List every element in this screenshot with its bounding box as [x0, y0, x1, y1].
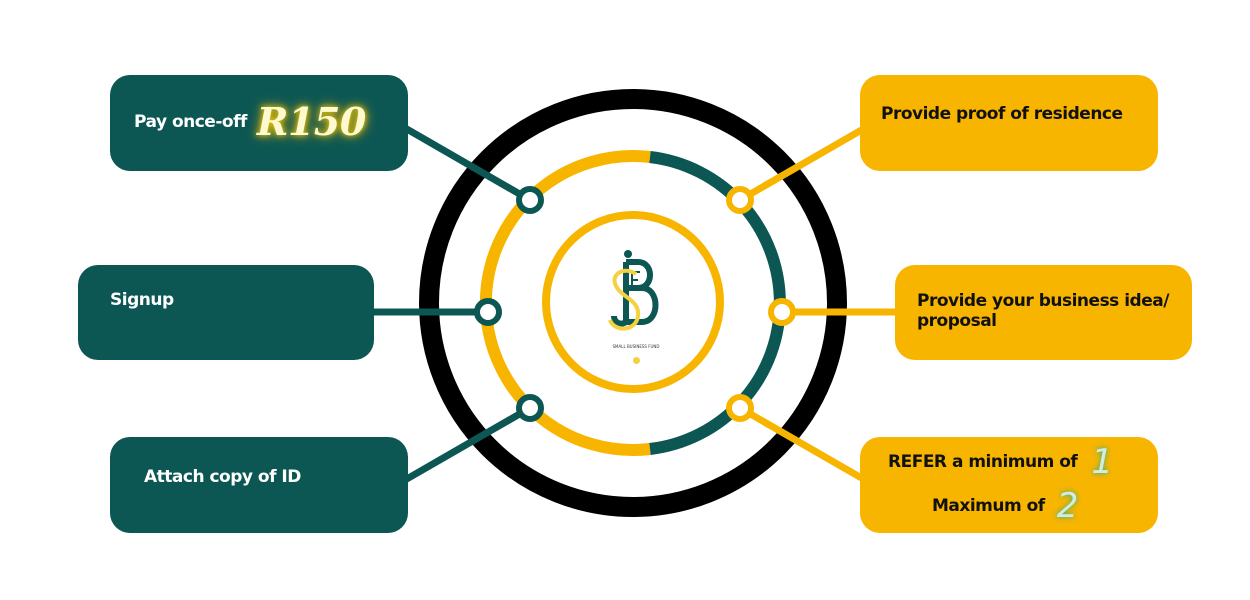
node-refer [726, 394, 754, 422]
sbf-monogram-icon [608, 250, 659, 331]
refer-min-value: 1 [1091, 442, 1113, 482]
step-label: Pay once-off [134, 112, 247, 132]
step-label: Signup [110, 290, 174, 310]
node-proposal [768, 298, 796, 326]
sbf-logo: SMALL BUSINESS FUND [596, 248, 676, 364]
step-label: Attach copy of ID [144, 467, 301, 487]
step-business-proposal: Provide your business idea/ proposal [895, 265, 1192, 360]
refer-max-value: 2 [1056, 486, 1079, 526]
step-proof-of-residence: Provide proof of residence [860, 75, 1158, 171]
step-signup: Signup [78, 265, 374, 360]
step-refer: REFER a minimum of 1 Maximum of 2 [860, 437, 1158, 533]
refer-max-label: Maximum of [932, 496, 1045, 516]
outer-black-ring [419, 89, 847, 517]
node-signup [474, 298, 502, 326]
step-label: Provide proof of residence [881, 104, 1123, 124]
step-label: Provide your business idea/ proposal [917, 291, 1169, 331]
node-residence [726, 186, 754, 214]
step-attach-id: Attach copy of ID [110, 437, 408, 533]
price-highlight: R150 [256, 99, 366, 144]
logo-dot-icon [632, 357, 640, 364]
logo-tagline: SMALL BUSINESS FUND [612, 344, 660, 349]
refer-min-label: REFER a minimum of [888, 452, 1078, 472]
node-pay [516, 186, 544, 214]
inner-yellow-ring [542, 211, 724, 393]
step-pay-once-off: Pay once-off R150 [110, 75, 408, 171]
node-id [516, 394, 544, 422]
